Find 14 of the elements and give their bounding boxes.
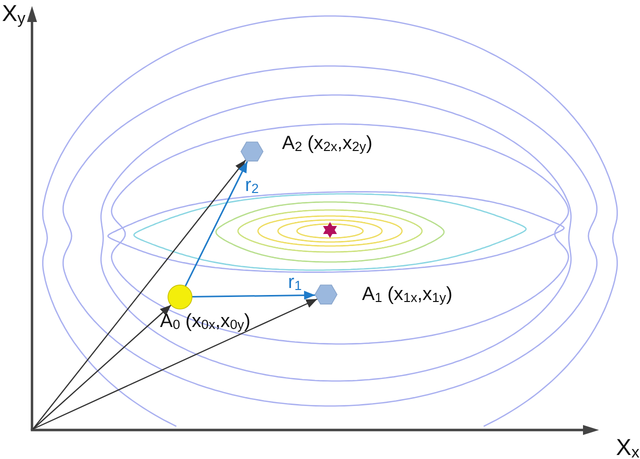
arrow xyxy=(32,160,246,430)
arrow xyxy=(32,304,172,430)
edge-label: r$_{2}$ xyxy=(245,176,259,196)
arrow xyxy=(184,161,248,287)
point-label: A$_{1}$ (x$_{1x}$,x$_{1y}$) xyxy=(362,285,452,304)
arrow xyxy=(32,298,318,430)
hexagon-marker xyxy=(241,142,263,162)
edge-label: r$_{1}$ xyxy=(288,273,302,292)
hexagon-marker xyxy=(315,285,337,305)
arrow xyxy=(192,290,316,300)
point-label: A$_{0}$ (x$_{0x}$,x$_{0y}$) xyxy=(160,312,250,332)
point-label: A$_{2}$ (x$_{2x}$,x$_{2y}$) xyxy=(282,134,372,154)
axis-label: X$_{x}$ xyxy=(616,436,640,459)
axis-label: X$_{y}$ xyxy=(2,2,26,26)
